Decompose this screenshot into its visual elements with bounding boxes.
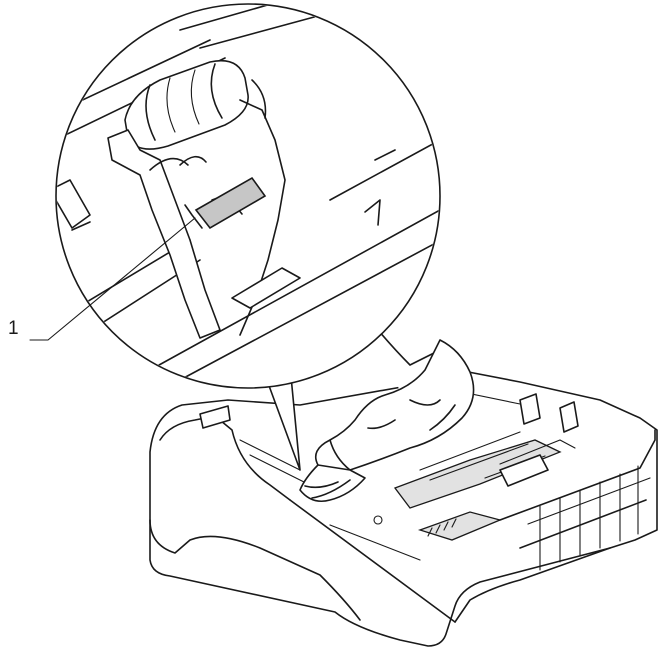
cleaning-cloth [299, 464, 366, 503]
tray-front-top-edge [159, 415, 291, 501]
length-guide [499, 454, 549, 487]
tray-right-wall [499, 429, 656, 521]
back-wall-tab-left [519, 393, 541, 425]
tray-floor-screw [373, 515, 383, 525]
tray-front-body [149, 369, 658, 647]
paper-tray [149, 369, 658, 647]
separation-pad [194, 176, 267, 230]
callout-leader-1 [29, 217, 196, 341]
tray-left-notch [199, 405, 231, 429]
roller-arm [107, 129, 221, 339]
pressure-plate-spring [417, 511, 503, 541]
hand-with-cloth [299, 329, 475, 503]
back-wall-tab-right [559, 401, 579, 433]
pad-holder-lower [231, 267, 301, 309]
tray-side-ribs [527, 465, 651, 571]
tray-front-bottom-edge [149, 519, 361, 621]
magnified-detail [55, 3, 441, 471]
callout-label-1: 1 [8, 318, 19, 339]
